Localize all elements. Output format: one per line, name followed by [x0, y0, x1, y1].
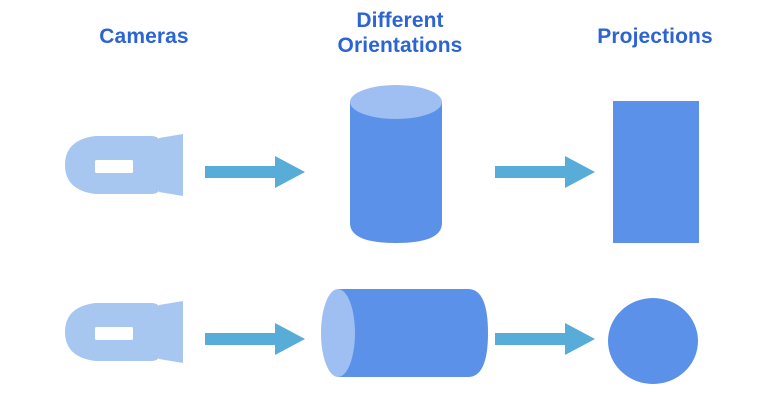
rectangle-icon	[613, 101, 699, 243]
column-heading-projections: Projections	[597, 25, 713, 48]
camera-icon-row-1	[63, 134, 187, 196]
arrow-orientation-to-projection-row-1	[495, 155, 595, 189]
cylinder-vertical-icon	[350, 85, 442, 243]
camera-icon	[65, 134, 183, 196]
arrow-right-icon	[205, 323, 305, 355]
arrow-right-icon	[205, 156, 305, 188]
arrow-right-icon	[495, 156, 595, 188]
column-heading-orientations: Different Orientations	[337, 9, 463, 57]
arrow-orientation-to-projection-row-2	[495, 322, 595, 356]
column-heading-cameras: Cameras	[99, 25, 189, 48]
cylinder-horizontal-icon	[321, 289, 488, 377]
camera-icon-row-2	[63, 301, 187, 363]
orientation-shape-vertical-cylinder	[348, 83, 444, 245]
arrow-camera-to-orientation-row-2	[205, 322, 305, 356]
projection-shape-circle	[607, 297, 699, 385]
orientation-shape-horizontal-cylinder	[318, 287, 490, 379]
arrow-camera-to-orientation-row-1	[205, 155, 305, 189]
projection-shape-rectangle	[613, 101, 699, 243]
camera-icon	[65, 301, 183, 363]
circle-icon	[608, 298, 698, 384]
arrow-right-icon	[495, 323, 595, 355]
